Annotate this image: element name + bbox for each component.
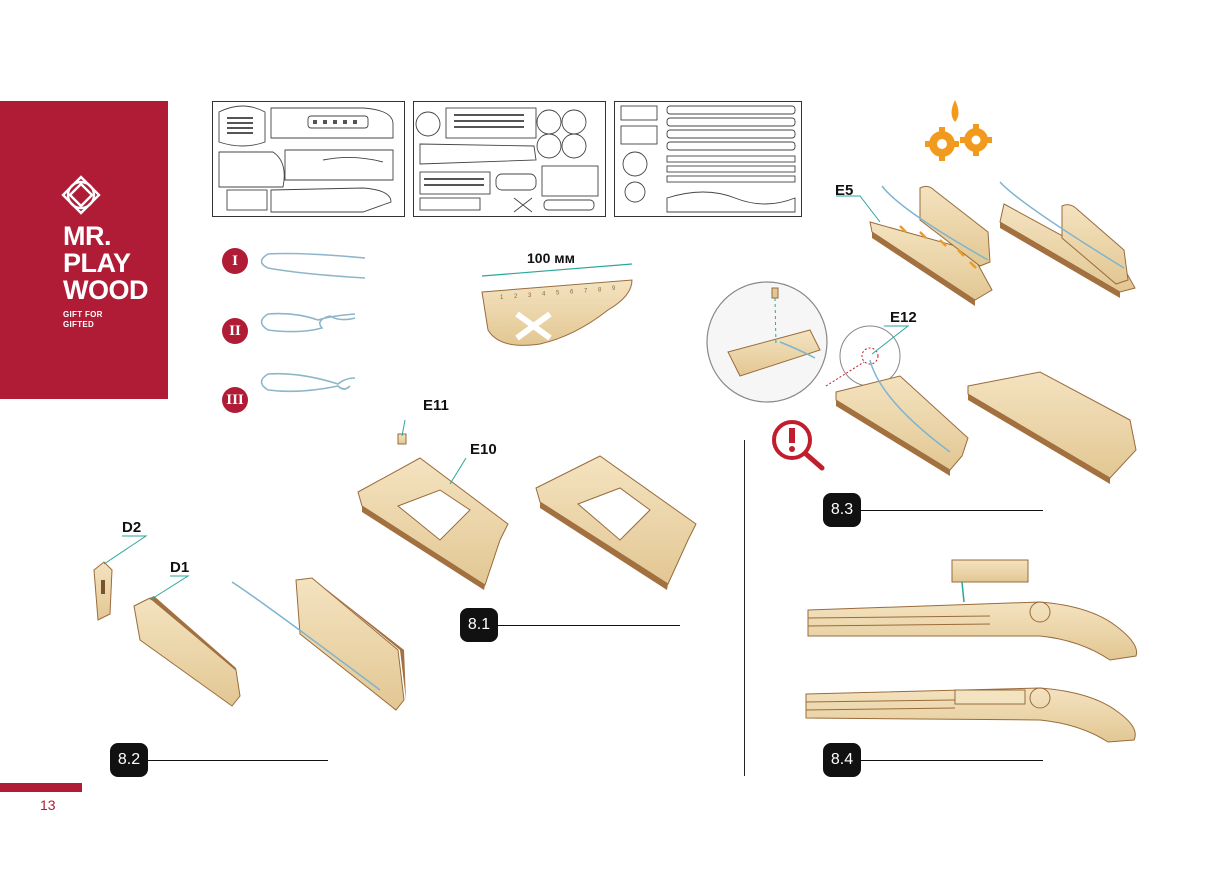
part-label-e10: E10 xyxy=(470,441,497,458)
part-label-d2: D2 xyxy=(122,519,142,536)
section-divider xyxy=(744,440,745,776)
plywood-sheet-2 xyxy=(413,101,606,217)
zoom-detail xyxy=(706,281,901,403)
brand-line: WOOD xyxy=(63,275,149,305)
brand-line: MR. xyxy=(63,221,112,251)
step-badge: 8.1 xyxy=(460,608,498,642)
brand-tagline: GIFT FOR GIFTED xyxy=(63,310,103,330)
ruler-tick-label: 8 xyxy=(598,287,602,293)
e10-part-result xyxy=(535,455,697,590)
mr-playwood-logo-icon xyxy=(61,175,101,215)
d2-part xyxy=(93,561,113,621)
part-label-e5: E5 xyxy=(835,182,854,199)
plywood-sheet-1 xyxy=(212,101,405,217)
part-label-e11: E11 xyxy=(423,397,449,414)
knot-illustration-2 xyxy=(260,312,356,333)
knot-illustration-3 xyxy=(260,372,356,393)
magnifier-warning-icon xyxy=(772,420,825,471)
e12-assembly-result xyxy=(967,371,1137,484)
sheet-parts-drawing xyxy=(620,105,796,213)
ruler-tick-label: 2 xyxy=(514,294,518,300)
page-number: 13 xyxy=(40,797,56,813)
step-badge: 8.2 xyxy=(110,743,148,777)
brand-line: PLAY xyxy=(63,248,131,278)
ruler-tick-label: 5 xyxy=(556,291,560,297)
step-badge: 8.4 xyxy=(823,743,861,777)
rifle-assembly-before xyxy=(807,559,1138,661)
d1-part xyxy=(133,596,241,707)
e10-part xyxy=(357,457,509,590)
knot-illustration-1 xyxy=(260,252,366,279)
step-badge: 8.3 xyxy=(823,493,861,527)
label-leader-lines xyxy=(103,195,910,601)
page-number-bar xyxy=(0,783,82,792)
plywood-sheet-3 xyxy=(614,101,802,217)
knot-step-2-badge: II xyxy=(222,318,248,344)
rifle-assembly-after xyxy=(805,687,1136,743)
sheet-parts-drawing xyxy=(415,107,599,213)
ruler-tick-label: 4 xyxy=(542,292,546,298)
part-label-e12: E12 xyxy=(890,309,917,326)
tagline-line: GIFT FOR xyxy=(63,310,103,319)
e12-assembly xyxy=(835,359,969,476)
brand-wordmark: MR. PLAY WOOD xyxy=(63,221,149,305)
step-underline xyxy=(861,510,1043,511)
e5-assembly-result xyxy=(999,181,1136,298)
e5-assembly xyxy=(869,185,993,306)
step-underline xyxy=(861,760,1043,761)
step-underline xyxy=(148,760,328,761)
part-label-d1: D1 xyxy=(170,559,190,576)
knot-step-1-badge: I xyxy=(222,248,248,274)
measurement-label: 100 мм xyxy=(527,250,575,266)
sheet-parts-drawing xyxy=(218,105,394,213)
measurement-ruler xyxy=(481,263,633,346)
d1-d2-assembly xyxy=(231,577,406,711)
step-underline xyxy=(498,625,680,626)
ruler-tick-label: 9 xyxy=(612,286,616,292)
ruler-tick-label: 6 xyxy=(570,290,574,296)
knot-step-3-badge: III xyxy=(222,387,248,413)
brand-panel: MR. PLAY WOOD GIFT FOR GIFTED xyxy=(0,101,168,399)
gears-oil-icon xyxy=(925,100,992,161)
ruler-tick-label: 3 xyxy=(528,293,532,299)
ruler-tick-label: 1 xyxy=(500,295,504,301)
tagline-line: GIFTED xyxy=(63,320,95,329)
ruler-tick-label: 7 xyxy=(584,288,588,294)
